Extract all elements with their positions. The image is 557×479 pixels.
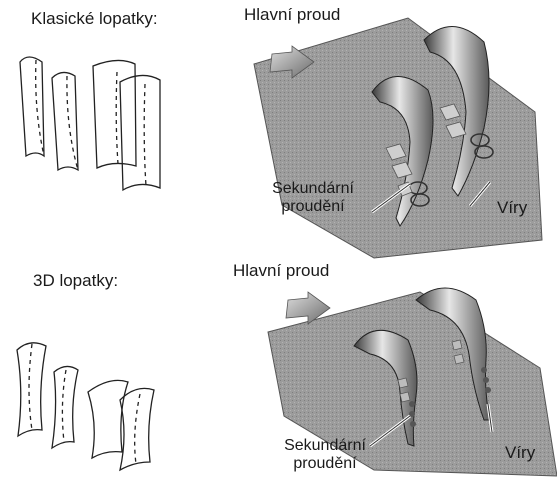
3d-blades-heading: 3D lopatky: bbox=[33, 272, 118, 290]
bottom-secondary-flow-label: Sekundární proudění bbox=[270, 437, 380, 473]
top-secondary-flow-label: Sekundární proudění bbox=[258, 180, 368, 216]
classic-blades-heading: Klasické lopatky: bbox=[31, 10, 158, 28]
3d-blades-drawing bbox=[17, 343, 154, 470]
top-cascade-picture bbox=[254, 18, 542, 258]
top-main-flow-label: Hlavní proud bbox=[244, 6, 340, 24]
bottom-main-flow-label: Hlavní proud bbox=[233, 262, 329, 280]
top-vortices-label: Víry bbox=[497, 199, 527, 217]
classic-blades-drawing bbox=[20, 57, 160, 190]
bottom-vortices-label: Víry bbox=[505, 444, 535, 462]
